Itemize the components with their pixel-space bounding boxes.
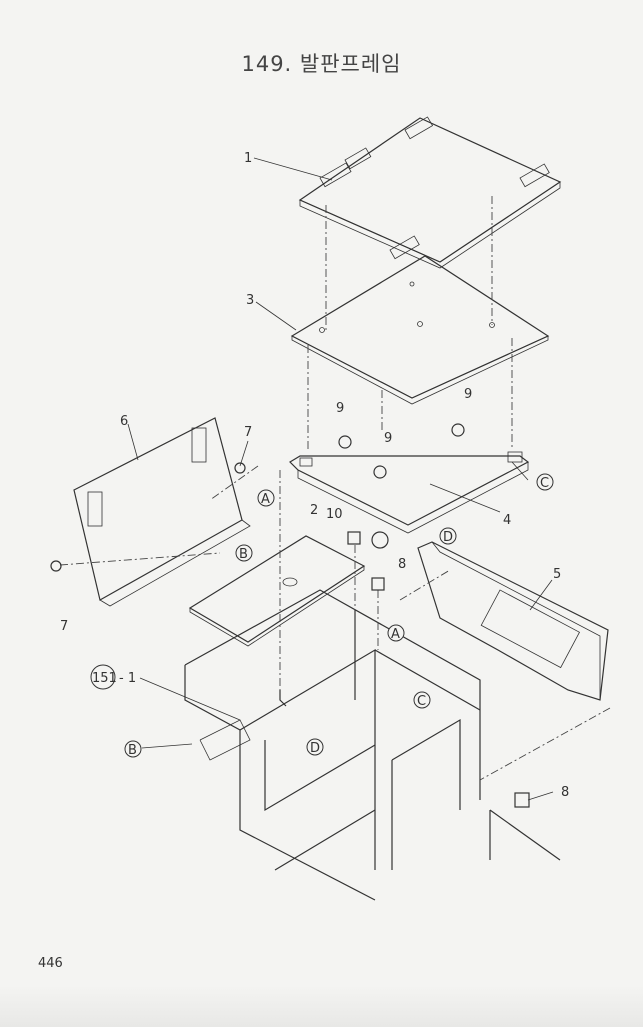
callout-5: 5 bbox=[553, 567, 561, 582]
callout-6: 6 bbox=[120, 414, 128, 429]
callout-9: 9 bbox=[464, 387, 472, 402]
svg-text:D: D bbox=[310, 741, 320, 756]
ref-D-lower: D bbox=[306, 738, 324, 756]
callout-9: 9 bbox=[336, 401, 344, 416]
svg-text:151: 151 bbox=[92, 671, 117, 686]
part-5-side-frame bbox=[417, 541, 609, 701]
svg-text:B: B bbox=[239, 547, 248, 562]
part-7-knob-bottom bbox=[50, 560, 62, 572]
part-8-bolt-top bbox=[371, 577, 385, 591]
page-number: 446 bbox=[38, 956, 63, 971]
callout-8-bottom: 8 bbox=[561, 785, 569, 800]
callout-9: 9 bbox=[384, 431, 392, 446]
callout-2: 2 bbox=[310, 503, 318, 518]
part-6-side-plate bbox=[73, 417, 251, 607]
ref-C-lower: C bbox=[413, 691, 431, 709]
callout-8-top: 8 bbox=[398, 557, 406, 572]
callout-1: 1 bbox=[244, 151, 252, 166]
part-7-knob-top bbox=[234, 462, 246, 474]
page-title: 149. 발판프레임 bbox=[241, 52, 402, 76]
ref-A-lower: A bbox=[387, 624, 405, 642]
base-frame bbox=[184, 589, 561, 901]
ref-151-1: 151 - 1 bbox=[90, 664, 136, 690]
svg-text:A: A bbox=[261, 492, 270, 507]
callout-3: 3 bbox=[246, 293, 254, 308]
ref-C-upper: C bbox=[536, 473, 554, 491]
part-9-bolts bbox=[338, 423, 465, 479]
callout-4: 4 bbox=[503, 513, 511, 528]
svg-text:D: D bbox=[443, 530, 453, 545]
part-1-top-cover bbox=[298, 116, 562, 269]
part-10-bolt bbox=[347, 531, 361, 545]
callout-10: 10 bbox=[326, 507, 343, 522]
part-8-bolt-bottom bbox=[514, 792, 530, 808]
svg-text:- 1: - 1 bbox=[119, 671, 136, 686]
ref-B-lower: B bbox=[124, 740, 142, 758]
leader-lines bbox=[127, 157, 554, 801]
svg-text:C: C bbox=[540, 476, 549, 491]
part-3-plate bbox=[290, 255, 550, 405]
ref-B-upper: B bbox=[235, 544, 253, 562]
callout-7-top: 7 bbox=[244, 425, 252, 440]
svg-text:C: C bbox=[417, 694, 426, 709]
svg-text:A: A bbox=[391, 627, 400, 642]
ref-D-upper: D bbox=[439, 527, 457, 545]
scan-edge bbox=[0, 985, 643, 1027]
ref-A-upper: A bbox=[257, 489, 275, 507]
callout-7-bottom: 7 bbox=[60, 619, 68, 634]
part-4-bracket bbox=[289, 451, 530, 549]
part-2-plate bbox=[188, 535, 366, 647]
svg-text:B: B bbox=[128, 743, 137, 758]
